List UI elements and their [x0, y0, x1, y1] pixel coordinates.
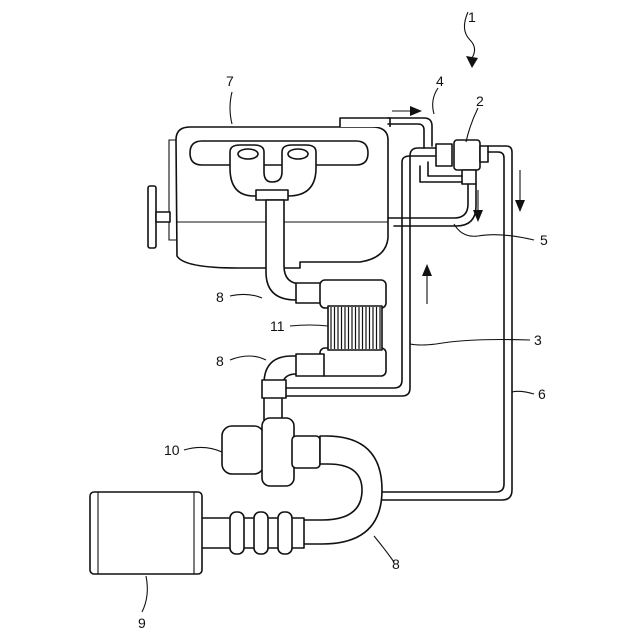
duct-joint-lower — [262, 380, 286, 398]
label-turbocharger: 10 — [164, 442, 180, 458]
arrow-down-icon — [515, 170, 525, 212]
branch-pipe-4-inner — [388, 124, 424, 148]
bellows-hose — [200, 512, 304, 554]
label-system: 1 — [468, 9, 476, 25]
branch-pipe-4-outer — [388, 118, 432, 146]
label-duct-lower: 8 — [392, 556, 400, 572]
duct-joint-middle — [296, 354, 324, 376]
flywheel — [148, 186, 170, 248]
label-return-pipe: 5 — [540, 232, 548, 248]
label-branch-pipe: 4 — [436, 73, 444, 89]
arrow-right-icon — [392, 106, 422, 116]
return-pipe-5-outer — [388, 184, 468, 218]
air-cleaner — [90, 492, 202, 574]
bypass-pipe-6-outer — [380, 146, 512, 500]
return-pipe-5-inner — [394, 184, 476, 226]
label-engine: 7 — [226, 73, 234, 89]
arrow-up-icon — [422, 264, 432, 304]
label-intercooler: 11 — [270, 318, 285, 334]
bypass-pipe-6-inner — [380, 152, 504, 492]
label-bypass-pipe: 6 — [538, 386, 546, 402]
turbocharger — [222, 418, 320, 486]
intercooler — [320, 280, 386, 376]
label-duct-middle: 8 — [216, 353, 224, 369]
label-air-cleaner: 9 — [138, 615, 146, 631]
label-duct-upper: 8 — [216, 289, 224, 305]
egr-valve — [420, 140, 488, 184]
label-egr-pipe: 3 — [534, 332, 542, 348]
label-valve: 2 — [476, 93, 484, 109]
duct-joint-upper — [296, 283, 322, 303]
